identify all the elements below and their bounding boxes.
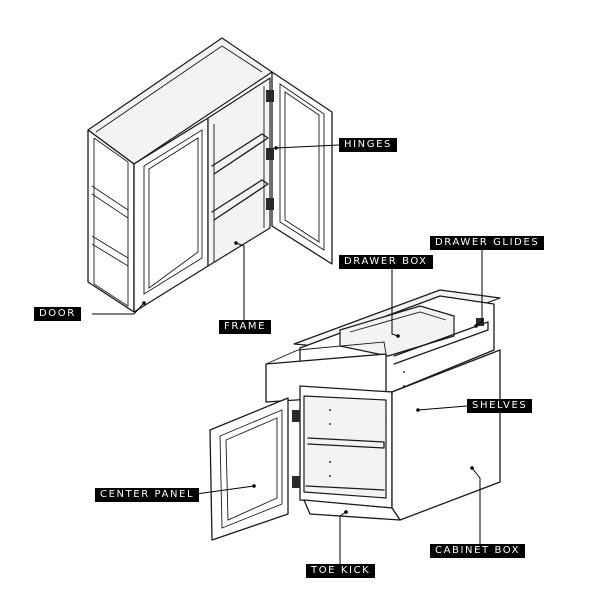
leader-cabinet-box bbox=[471, 467, 481, 544]
base-door-center-panel-inner bbox=[225, 417, 278, 521]
leader-dot bbox=[396, 334, 400, 338]
wall-cabinet bbox=[87, 37, 333, 313]
leader-dot bbox=[142, 301, 146, 305]
wall-cabinet-interior-shelf-1 bbox=[211, 133, 269, 175]
wall-cabinet-open-door-panel bbox=[279, 83, 325, 251]
wall-cabinet-side-inner bbox=[93, 137, 129, 307]
leader-dot bbox=[234, 241, 238, 245]
wall-cabinet-door-panel-inner bbox=[148, 137, 199, 289]
label-drawer-glides: DRAWER GLIDES bbox=[430, 236, 545, 250]
hinge-icon bbox=[266, 198, 274, 210]
label-center-panel: CENTER PANEL bbox=[95, 488, 200, 502]
leader-door bbox=[92, 302, 145, 315]
leader-toe-kick bbox=[339, 511, 347, 564]
label-door: DOOR bbox=[34, 307, 81, 321]
leader-dot bbox=[470, 466, 474, 470]
hinge-icon bbox=[292, 476, 300, 488]
drawer-box-inner bbox=[349, 311, 447, 333]
drawer-glide bbox=[393, 321, 489, 365]
glide-bracket-icon bbox=[476, 318, 484, 326]
label-cabinet-box: CABINET BOX bbox=[430, 544, 526, 558]
leader-dot bbox=[474, 324, 478, 328]
label-frame: FRAME bbox=[219, 320, 272, 334]
leader-drawer-glides bbox=[475, 250, 483, 327]
base-cabinet bbox=[209, 289, 501, 541]
base-cabinet-interior bbox=[303, 395, 387, 499]
wall-cabinet-top-inner bbox=[95, 45, 263, 133]
drawer-front-top bbox=[265, 341, 387, 365]
hinge-icon bbox=[292, 410, 300, 422]
leader-hinges bbox=[275, 144, 340, 149]
leader-lines bbox=[92, 144, 483, 564]
label-toe-kick: TOE KICK bbox=[306, 564, 376, 578]
shelf-pin-holes bbox=[329, 371, 405, 477]
hinge-icon bbox=[266, 90, 274, 102]
leader-dot bbox=[252, 484, 256, 488]
base-shelf-1 bbox=[307, 437, 385, 449]
cabinet-box-side bbox=[391, 349, 501, 521]
wall-cabinet-door-panel bbox=[143, 129, 203, 295]
wall-cabinet-open-door bbox=[271, 71, 333, 265]
label-drawer-box: DRAWER BOX bbox=[339, 255, 433, 269]
wall-cabinet-interior bbox=[207, 77, 271, 267]
leader-center-panel bbox=[195, 485, 255, 495]
wall-cabinet-interior-shelf-2 bbox=[211, 179, 269, 221]
leader-frame bbox=[235, 242, 245, 327]
leader-dot bbox=[416, 408, 420, 412]
hinge-icon bbox=[266, 148, 274, 160]
leader-dot bbox=[344, 510, 348, 514]
base-door-center-panel bbox=[219, 409, 283, 529]
base-shelf-2 bbox=[305, 485, 385, 491]
label-shelves: SHELVES bbox=[467, 399, 533, 413]
wall-cabinet-open-door-panel-inner bbox=[284, 91, 320, 243]
leader-dot bbox=[274, 146, 278, 150]
label-hinges: HINGES bbox=[339, 138, 397, 152]
toe-kick bbox=[303, 499, 401, 521]
leader-shelves bbox=[417, 405, 468, 411]
base-cabinet-open-door bbox=[209, 397, 289, 541]
leader-drawer-box bbox=[391, 269, 399, 337]
